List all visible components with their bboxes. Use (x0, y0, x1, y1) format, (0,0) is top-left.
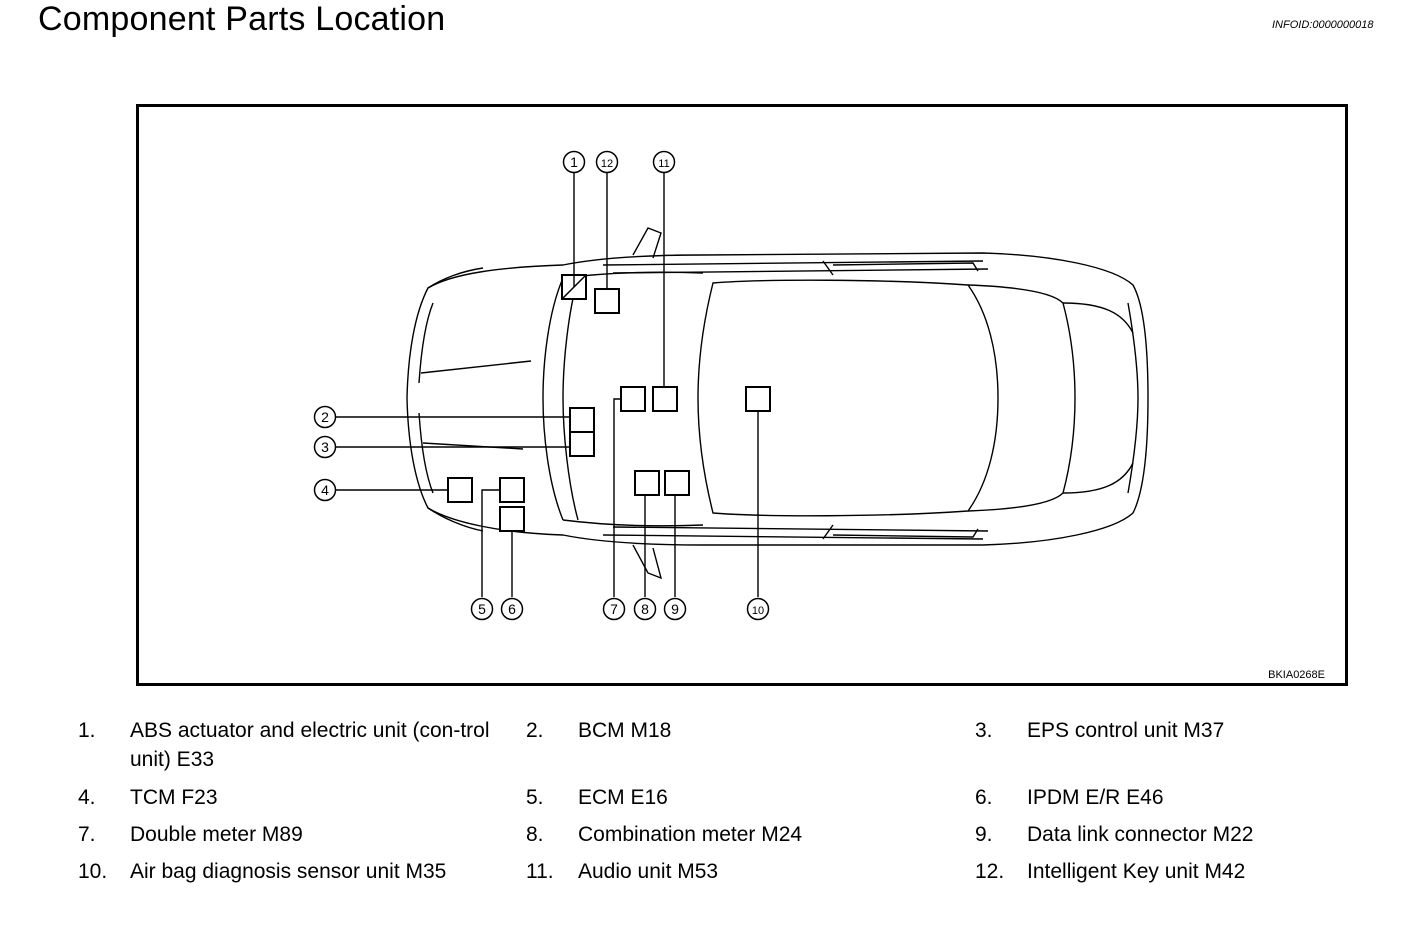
legend-num: 2. (526, 719, 544, 742)
callout-2: 2 (313, 405, 337, 429)
page-title: Component Parts Location (38, 0, 446, 38)
callout-11: 11 (652, 150, 676, 174)
legend-text: Data link connector M22 (1027, 823, 1254, 846)
figure-id: BKIA0268E (1268, 669, 1325, 681)
leader-lines (336, 173, 759, 597)
legend-num: 3. (975, 719, 993, 742)
callout-label: 10 (752, 605, 764, 617)
car-outline (406, 227, 1149, 580)
component-box-4 (447, 477, 473, 503)
legend-num: 7. (78, 823, 96, 846)
legend-num: 9. (975, 823, 993, 846)
component-box-11 (652, 386, 678, 412)
callout-6: 6 (500, 597, 524, 621)
callout-label: 5 (478, 601, 486, 617)
legend-text: BCM M18 (578, 719, 672, 742)
legend-text: Intelligent Key unit M42 (1027, 860, 1246, 883)
component-box-8 (634, 470, 660, 496)
legend-text: Combination meter M24 (578, 823, 803, 846)
legend-text: Audio unit M53 (578, 860, 719, 883)
component-box-9 (664, 470, 690, 496)
legend-num: 11. (526, 860, 554, 883)
callout-label: 2 (321, 409, 329, 425)
component-box-12 (594, 288, 620, 314)
legend-num: 12. (975, 860, 1005, 883)
callout-9: 9 (663, 597, 687, 621)
component-boxes (447, 274, 771, 532)
callout-label: 9 (671, 601, 679, 617)
component-box-2 (569, 407, 595, 433)
legend-num: 1. (78, 719, 96, 742)
callout-8: 8 (633, 597, 657, 621)
legend-text: TCM F23 (130, 786, 218, 809)
callout-1: 1 (562, 150, 586, 174)
legend-text: Air bag diagnosis sensor unit M35 (130, 860, 447, 883)
legend-num: 10. (78, 860, 108, 883)
component-box-5 (499, 477, 525, 503)
callout-7: 7 (602, 597, 626, 621)
legend-text: Double meter M89 (130, 823, 303, 846)
callout-label: 12 (601, 158, 613, 170)
legend-num: 6. (975, 786, 993, 809)
callout-10: 10 (746, 597, 770, 621)
component-box-6 (499, 506, 525, 532)
legend-num: 8. (526, 823, 544, 846)
legend-text: ECM E16 (578, 786, 668, 809)
component-box-7 (620, 386, 646, 412)
legend-text: EPS control unit M37 (1027, 719, 1225, 742)
callout-label: 1 (570, 154, 578, 170)
legend-text: ABS actuator and electric unit (con-trol… (130, 719, 490, 771)
callout-label: 8 (641, 601, 649, 617)
callout-4: 4 (313, 478, 337, 502)
legend-num: 5. (526, 786, 544, 809)
callout-label: 7 (610, 601, 618, 617)
callout-3: 3 (313, 435, 337, 459)
callout-label: 6 (508, 601, 516, 617)
legend-text: IPDM E/R E46 (1027, 786, 1164, 809)
legend-num: 4. (78, 786, 96, 809)
info-id: INFOID:0000000018 (1272, 19, 1374, 31)
callout-5: 5 (470, 597, 494, 621)
callout-12: 12 (595, 150, 619, 174)
callout-label: 3 (321, 439, 329, 455)
callout-label: 11 (658, 158, 669, 170)
component-box-3 (569, 431, 595, 457)
component-box-10 (745, 386, 771, 412)
callout-label: 4 (321, 482, 329, 498)
